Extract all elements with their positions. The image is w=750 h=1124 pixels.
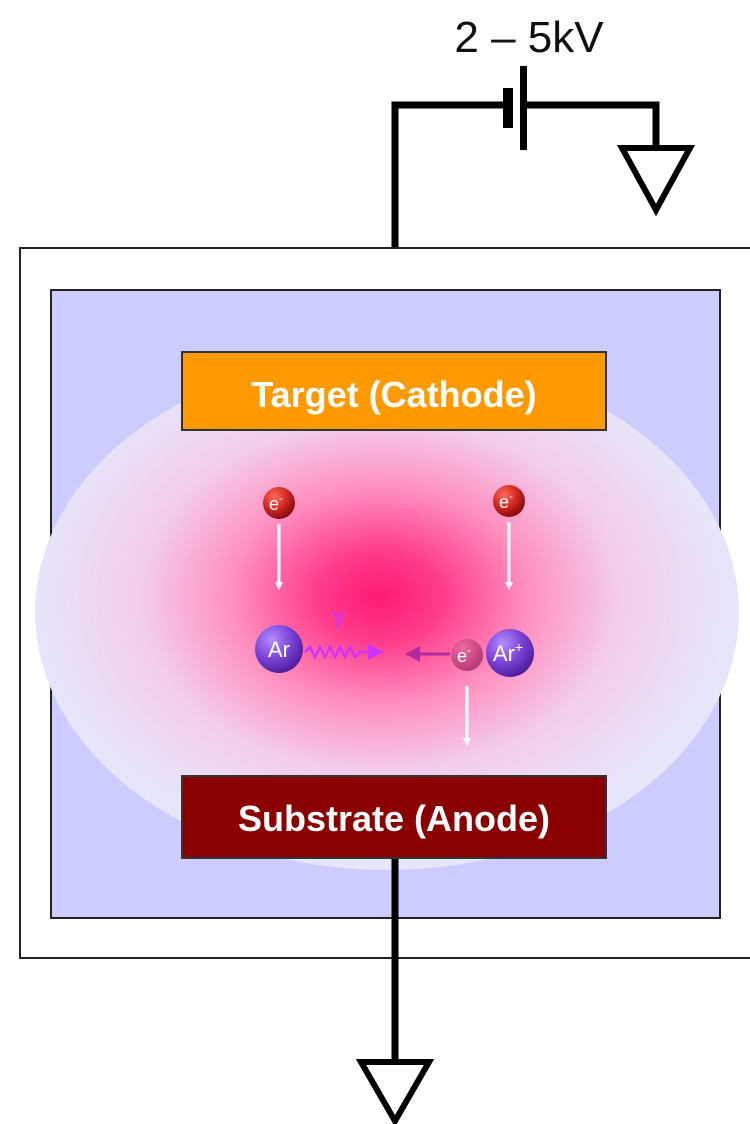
ground-connection — [355, 858, 435, 1124]
electron-left-sphere — [263, 487, 295, 519]
substrate-label: Substrate (Anode) — [238, 798, 550, 839]
argon-ion-sphere — [486, 629, 534, 677]
battery-short-plate — [503, 88, 513, 128]
target-label: Target (Cathode) — [251, 374, 536, 415]
power-supply: 2 – 5kV — [391, 13, 696, 352]
electron-left-label: e- — [269, 491, 283, 514]
photon-label: γ — [333, 603, 345, 630]
ground-symbol-bottom — [355, 1059, 435, 1124]
secondary-electron-label: e- — [457, 643, 471, 666]
plasma-glow — [35, 354, 739, 870]
target-cathode: Target (Cathode) — [181, 351, 607, 431]
electron-right: e- — [493, 485, 525, 517]
secondary-electron-sphere — [451, 639, 483, 671]
photon-wave — [304, 644, 368, 660]
electron-right-label: e- — [499, 489, 513, 512]
argon-ion: Ar+ — [486, 629, 534, 677]
secondary-arrowhead — [405, 646, 420, 662]
supply-wire-right — [527, 101, 660, 148]
voltage-label: 2 – 5kV — [454, 13, 604, 62]
secondary-electron-arrow — [405, 646, 450, 662]
argon-ion-label: Ar+ — [493, 639, 523, 666]
photon-arrowhead — [368, 644, 384, 660]
photon-emission: γ — [304, 603, 384, 660]
electron-right-sphere — [493, 485, 525, 517]
battery-long-plate — [520, 66, 527, 150]
target-block — [181, 351, 607, 431]
substrate-anode: Substrate (Anode) — [181, 775, 607, 859]
ground-symbol-top — [616, 145, 696, 217]
argon-atom: Ar — [255, 625, 303, 673]
argon-atom-label: Ar — [268, 637, 290, 662]
secondary-electron: e- — [451, 639, 483, 671]
argon-atom-sphere — [255, 625, 303, 673]
substrate-block — [181, 775, 607, 859]
electron-left: e- — [263, 487, 295, 519]
